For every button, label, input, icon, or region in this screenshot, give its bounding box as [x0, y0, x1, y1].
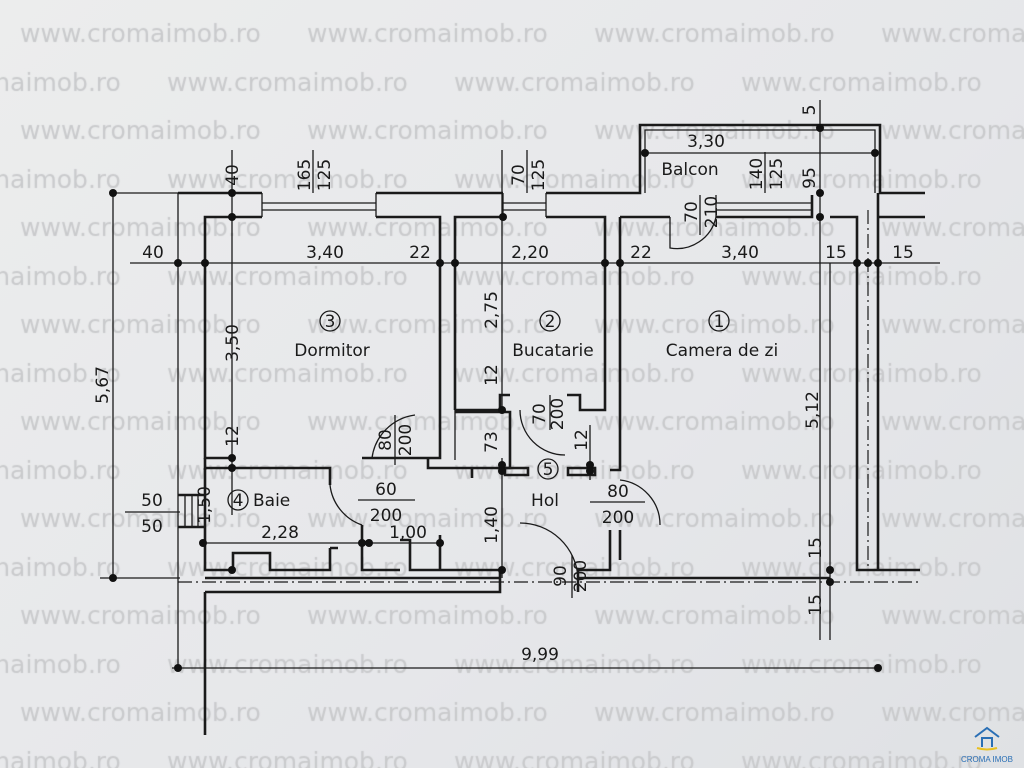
door-baie-height: 200	[370, 506, 402, 526]
dimension-dots	[109, 124, 882, 672]
room-name-baie: Baie	[253, 491, 290, 511]
dim-bucatarie-width: 2,20	[511, 243, 549, 263]
room-number-3: 3	[325, 312, 336, 332]
dim-camera-depth: 5,12	[803, 391, 823, 429]
door-balcon-height: 210	[702, 196, 722, 228]
dim-total-width: 9,99	[521, 645, 559, 665]
dim-baie-depth: 1,50	[195, 486, 215, 524]
window-dormitor-height: 125	[315, 159, 335, 191]
house-logo-icon	[974, 726, 1000, 751]
dim-closet: 73	[482, 431, 502, 453]
dim-baie-width: 2,28	[261, 523, 299, 543]
room-number-2: 2	[545, 312, 556, 332]
room-labels: 3 Dormitor 2 Bucatarie 1 Camera de zi 4 …	[227, 160, 778, 511]
dim-bottom-15-a: 15	[806, 537, 826, 559]
dim-right-gap-2: 15	[892, 243, 914, 263]
door-entrance-height: 200	[571, 560, 591, 592]
room-number-5: 5	[543, 460, 554, 480]
dim-hol-depth: 1,40	[482, 506, 502, 544]
room-name-hol: Hol	[531, 491, 559, 511]
dim-bucatarie-depth: 2,75	[482, 291, 502, 329]
doors	[329, 216, 717, 579]
dim-bottom-15-b: 15	[806, 594, 826, 616]
dim-right-gap-1: 15	[825, 243, 847, 263]
door-dormitor-height: 200	[396, 424, 416, 456]
room-name-balcon: Balcon	[661, 160, 718, 180]
room-number-4: 4	[233, 491, 244, 511]
door-dormitor-width: 80	[376, 429, 396, 451]
door-bucatarie-width: 70	[530, 403, 550, 425]
room-name-camera-de-zi: Camera de zi	[666, 341, 778, 361]
dim-top-wall: 40	[223, 164, 243, 186]
dim-left-wall: 40	[142, 243, 164, 263]
rotated-dimension-labels: 40 165 125 70 125 140 125 95 5 70 210 5,…	[93, 105, 826, 616]
dim-partition-2: 22	[630, 243, 652, 263]
croma-imob-logo: CROMA IMOB	[952, 725, 1022, 764]
dim-wall-12-a: 12	[482, 364, 502, 386]
door-camera-height: 200	[602, 508, 634, 528]
room-name-bucatarie: Bucatarie	[512, 341, 593, 361]
dim-dormitor-depth: 3,50	[223, 324, 243, 362]
vent-height: 50	[141, 517, 163, 537]
dim-dormitor-width: 3,40	[306, 243, 344, 263]
vent-width: 50	[141, 491, 163, 511]
window-bucatarie-width: 70	[509, 164, 529, 186]
window-bucatarie-height: 125	[529, 159, 549, 191]
room-name-dormitor: Dormitor	[294, 341, 370, 361]
door-bucatarie-height: 200	[548, 398, 568, 430]
door-dormitor-swing	[371, 414, 416, 459]
window-camera-width: 140	[747, 158, 767, 190]
door-balcon-swing	[669, 216, 717, 250]
door-baie-swing	[329, 484, 363, 526]
dim-balcony-depth: 95	[800, 167, 820, 189]
door-camera-width: 80	[607, 482, 629, 502]
door-entrance-width: 90	[551, 565, 571, 587]
dim-wall-12-b: 12	[223, 425, 243, 447]
door-balcon-width: 70	[682, 201, 702, 223]
door-camera-swing	[619, 479, 661, 526]
logo-text: CROMA IMOB	[960, 755, 1013, 764]
door-bucatarie-swing	[519, 409, 566, 456]
dim-partition-1: 22	[409, 243, 431, 263]
dim-total-depth: 5,67	[93, 366, 113, 404]
window-camera-height: 125	[767, 158, 787, 190]
dim-wall-12-c: 12	[572, 429, 592, 451]
dim-balcony-offset: 5	[800, 105, 820, 116]
window-dormitor-width: 165	[295, 159, 315, 191]
dim-balcony-width: 3,30	[687, 132, 725, 152]
room-number-1: 1	[714, 312, 725, 332]
dimension-labels: 3,30 40 3,40 22 2,20 22 3,40 15 15 2,28 …	[141, 132, 914, 665]
dim-camera-width: 3,40	[721, 243, 759, 263]
door-entrance-swing	[519, 522, 579, 579]
dim-hol-segment: 1,00	[389, 523, 427, 543]
door-baie-width: 60	[375, 480, 397, 500]
